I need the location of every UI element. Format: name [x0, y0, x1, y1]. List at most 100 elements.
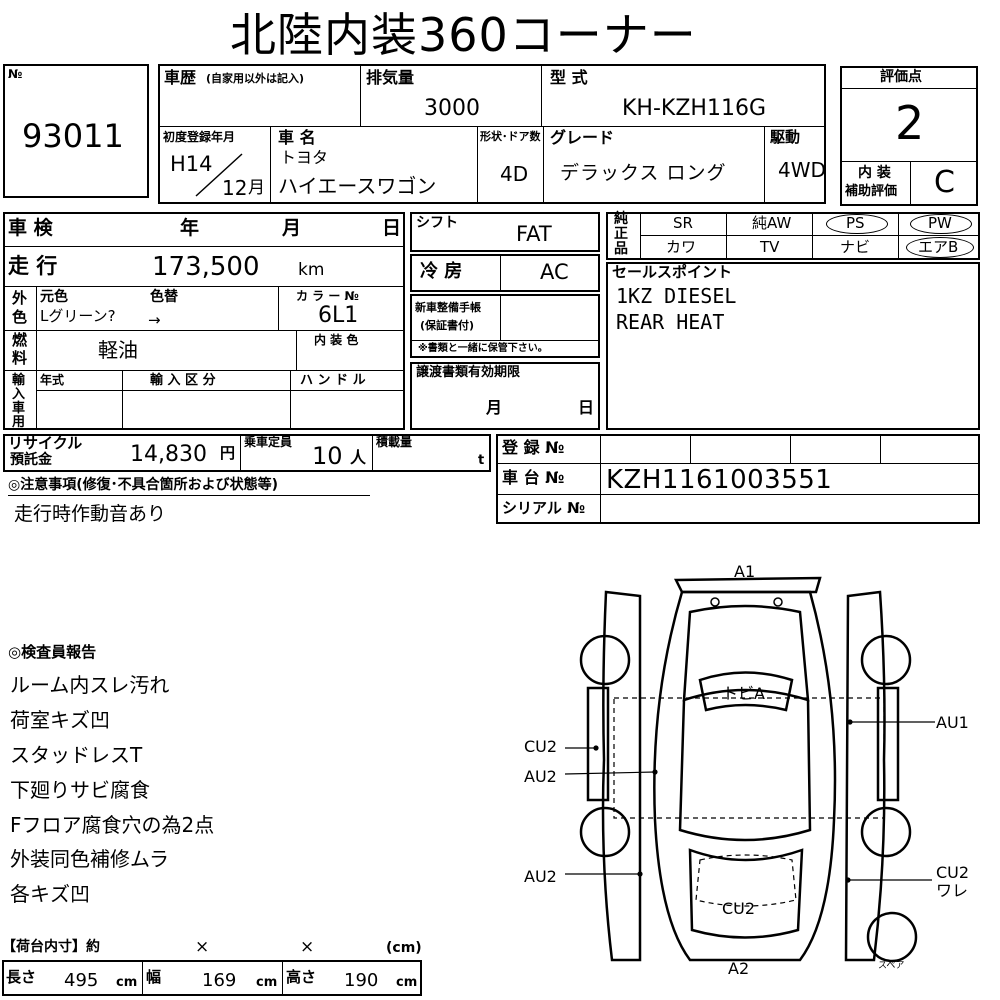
inspection-year: 年: [180, 217, 200, 239]
recycle-unit: 円: [220, 444, 236, 462]
option-airbag: エアB: [918, 238, 959, 256]
cargo-dimension-row: [2, 960, 422, 996]
recycle-value: 14,830: [130, 442, 207, 467]
import-side-2: 入: [12, 387, 26, 402]
mileage-unit: km: [298, 260, 325, 280]
option-pw-circle: [910, 214, 972, 234]
orig-color-label: 元色: [40, 289, 68, 305]
capacity-value: 10: [312, 442, 343, 470]
cargo-height-label: 高さ: [286, 968, 317, 986]
import-year-label: 年式: [40, 373, 65, 387]
cargo-length-unit: cm: [116, 975, 138, 990]
import-side-3: 車: [12, 401, 26, 416]
manual-box: [410, 294, 600, 358]
chassis-value: KZH1161003551: [606, 465, 833, 495]
aircon-label: 冷 房: [420, 261, 463, 282]
sales-point-label: セールスポイント: [612, 263, 733, 281]
cargo-times-2: ×: [300, 937, 315, 957]
recycle-row: [3, 434, 491, 472]
diagram-label-ware: ワレ: [936, 881, 968, 900]
model-type-label: 型 式: [550, 68, 588, 87]
load-unit: t: [478, 453, 485, 468]
history-note: (自家用以外は記入): [206, 72, 305, 85]
cargo-times-1: ×: [195, 937, 210, 957]
cargo-height-value: 190: [344, 970, 379, 991]
import-side-1: 輸: [12, 373, 26, 388]
manual-label-1: 新車整備手帳: [415, 301, 481, 314]
cargo-length-label: 長さ: [6, 968, 37, 986]
color-code-value: 6L1: [318, 303, 359, 328]
displacement-label: 排気量: [366, 68, 415, 87]
color-code-label: カ ラ ー №: [296, 289, 359, 303]
cargo-length-value: 495: [64, 970, 99, 991]
first-reg-slash: [195, 153, 243, 197]
sales-point-line-2: REAR HEAT: [616, 310, 725, 334]
car-name-label: 車 名: [278, 128, 316, 147]
interior-score-label-2: 補助評価: [845, 184, 898, 199]
registration-grid: [496, 434, 980, 524]
options-grid: [606, 212, 980, 260]
option-navi: ナビ: [840, 238, 871, 256]
registration-label: 登 録 №: [502, 438, 565, 457]
orig-color-value: Lグリーン?: [40, 307, 116, 325]
score-value: 2: [895, 96, 925, 150]
vehicle-detail-grid: [3, 212, 405, 430]
grade-value: デラックス ロング: [560, 162, 727, 184]
cargo-label: 【荷台内寸】約: [2, 939, 100, 955]
notes-text: 走行時作動音あり: [14, 503, 167, 525]
color-side-2: 色: [12, 308, 28, 326]
recycle-label-2: 預託金: [10, 452, 52, 468]
inspector-item: スタッドレスT: [10, 743, 143, 767]
history-label: 車歴: [164, 68, 197, 87]
sheet-number-box: [3, 64, 149, 198]
change-color-label: 色替: [150, 289, 178, 305]
chassis-label: 車 台 №: [502, 468, 565, 487]
option-leather: カワ: [666, 238, 697, 256]
option-sr: SR: [673, 214, 693, 232]
diagram-label-spare: スペア: [878, 961, 904, 971]
transfer-docs-day: 日: [578, 398, 595, 417]
sales-point-line-1: 1KZ DIESEL: [616, 284, 737, 308]
diagram-label-a2: A2: [728, 959, 749, 978]
load-label: 積載量: [376, 435, 413, 449]
score-label: 評価点: [880, 69, 922, 85]
diagram-label-au1-right: AU1: [936, 713, 969, 732]
sales-point-box: [606, 262, 980, 430]
inspection-month: 月: [282, 217, 302, 239]
inspector-label: ◎検査員報告: [8, 643, 97, 661]
import-side-4: 用: [12, 415, 26, 430]
drive-value: 4WD: [778, 158, 826, 182]
diagram-label-au2-left: AU2: [524, 767, 557, 786]
shift-box: [410, 212, 600, 252]
mileage-label: 走 行: [8, 254, 58, 278]
score-box: [840, 66, 978, 206]
sheet-number-value: 93011: [22, 117, 124, 155]
drive-label: 駆動: [770, 128, 801, 146]
first-reg-month-unit: 月: [248, 178, 265, 198]
inspector-item: 各キズ凹: [10, 882, 90, 906]
car-maker-value: トヨタ: [280, 148, 329, 167]
diagram-label-cu2-right: CU2: [936, 863, 969, 882]
option-ps: PS: [846, 214, 865, 232]
options-side-2: 正: [614, 226, 628, 242]
cargo-width-unit: cm: [256, 975, 278, 990]
first-reg-era: H14: [170, 152, 213, 176]
import-class-label: 輸 入 区 分: [150, 373, 216, 388]
capacity-label: 乗車定員: [244, 435, 293, 449]
color-side-1: 外: [12, 289, 28, 307]
serial-label: シリアル №: [502, 499, 586, 517]
option-ps-circle: [826, 214, 888, 234]
interior-color-label: 内 装 色: [314, 333, 359, 347]
mileage-value: 173,500: [152, 252, 260, 282]
transfer-docs-label: 譲渡書類有効期限: [416, 365, 521, 380]
doors-value: 4D: [500, 162, 529, 186]
cargo-height-unit: cm: [396, 975, 418, 990]
inspector-item: 下廻りサビ腐食: [10, 778, 150, 802]
fuel-side-2: 料: [12, 349, 28, 367]
transfer-docs-month: 月: [486, 398, 503, 417]
aircon-value: AC: [540, 260, 569, 284]
handle-label: ハ ン ド ル: [300, 373, 366, 388]
option-airbag-circle: [906, 237, 974, 258]
diagram-label-au2-bottom: AU2: [524, 867, 557, 886]
